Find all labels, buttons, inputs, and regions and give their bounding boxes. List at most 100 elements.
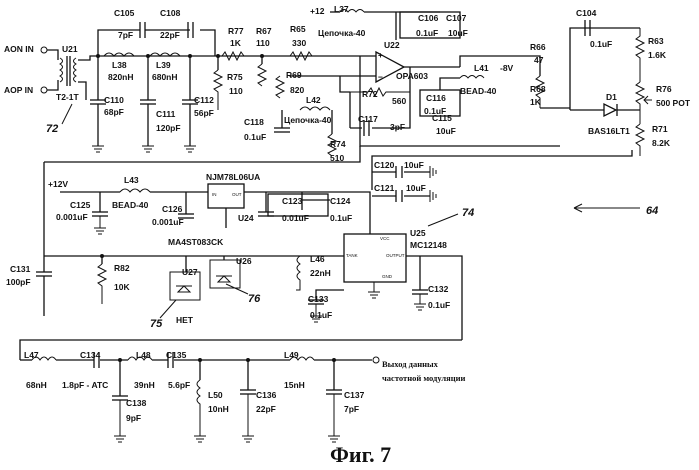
svg-text:GND: GND [382,274,393,279]
value-l41: BEAD-40 [460,86,497,96]
label-r76: R76 [656,84,672,94]
u25-ref: U25 [410,228,426,238]
svg-text:OUTPUT: OUTPUT [386,253,405,258]
label-l42: L42 [306,95,321,105]
callout-64-arrow [574,204,640,212]
callout-76-leader [226,284,248,294]
u26-part: MA4ST083CK [168,237,224,247]
output-terminal[interactable] [373,357,379,363]
label-c137: C137 [344,390,365,400]
label-r63: R63 [648,36,664,46]
value-c138: 9pF [126,413,141,423]
u24-part: NJM78L06UA [206,172,260,182]
input-aop-terminal[interactable] [41,87,47,93]
value-c110: 68pF [104,107,124,117]
label-l50: L50 [208,390,223,400]
value-l38: 820nH [108,72,134,82]
label-c120: C120 [374,160,395,170]
label-r66: R66 [530,42,546,52]
label-c138: C138 [126,398,147,408]
svg-text:TANK: TANK [346,253,358,258]
label-c123: C123 [282,196,303,206]
value-c135: 5.6pF [168,380,190,390]
label-r65: R65 [290,24,306,34]
label-l43: L43 [124,175,139,185]
label-l48: L48 [136,350,151,360]
svg-text:+: + [378,50,383,60]
transformer-u21 [60,56,76,86]
value-r66: 47 [534,55,544,65]
regulator-section: +12V L43 BEAD-40 C125 0.001uF C126 0.001… [44,146,436,256]
label-r74: R74 [330,139,346,149]
callout-64-group: 64 [574,204,658,217]
label-r82: R82 [114,263,130,273]
label-c132: C132 [428,284,449,294]
value-r76: 500 POT [656,98,691,108]
input-section: AON IN AOP IN U21 T2-1T 72 [4,44,98,135]
u22-ref: U22 [384,40,400,50]
value-c133: 0.1uF [310,310,332,320]
value-c104: 0.1uF [590,39,612,49]
value-r69: 820 [290,85,304,95]
u22-part: OPA603 [396,71,428,81]
vco-u25: VCC TANK OUTPUT GND U25 MC12148 74 C132 … [296,207,474,340]
label-l47: L47 [24,350,39,360]
value-l46: 22nH [310,268,331,278]
output-label-line2: частотной модуляции [382,373,466,383]
value-l48: 39nH [134,380,155,390]
value-c107: 10uF [448,28,468,38]
diode-net-label: НЕТ [176,315,194,325]
label-l46: L46 [310,254,325,264]
label-c112: C112 [194,95,214,105]
label-c125: C125 [70,200,91,210]
cap-c111 [140,100,156,152]
label-c124: C124 [330,196,351,206]
label-l49: L49 [284,350,299,360]
value-c118: 0.1uF [244,132,266,142]
value-c137: 7pF [344,404,359,414]
label-c121: C121 [374,183,395,193]
label-l37: L37 [334,4,349,14]
value-c124: 0.1uF [330,213,352,223]
callout-72-leader [62,104,72,124]
value-c108: 22pF [160,30,180,40]
value-c123: 0.01uF [282,213,309,223]
callout-74-leader [428,214,458,226]
value-r67: 110 [256,38,270,48]
input-aon-terminal[interactable] [41,47,47,53]
label-d1: D1 [606,92,617,102]
supply-plus12-top: +12 [310,6,325,16]
opamp-u22: + − U22 OPA603 +12 L37 Цепочка-40 C106 0… [244,4,514,163]
label-c108: C108 [160,8,181,18]
label-c117: C117 [358,114,378,124]
value-r65: 330 [292,38,306,48]
value-c112: 56pF [194,108,214,118]
value-l43: BEAD-40 [112,200,149,210]
value-c106: 0.1uF [416,28,438,38]
callout-74: 74 [462,207,474,219]
input-aon-label: AON IN [4,44,34,54]
value-l50: 10nH [208,404,229,414]
label-c107: C107 [446,13,467,23]
label-r75: R75 [227,72,243,82]
label-c104: C104 [576,8,597,18]
label-c105: C105 [114,8,135,18]
label-r77: R77 [228,26,244,36]
label-l39: L39 [156,60,171,70]
label-r68: R68 [530,84,546,94]
value-r68: 1K [530,97,542,107]
label-c116: C116 [426,93,446,103]
value-c117: 3pF [390,122,405,132]
value-r63: 1.6K [648,50,667,60]
u26-ref: U26 [236,256,252,266]
value-l39: 680nH [152,72,178,82]
value-r77: 1K [230,38,242,48]
label-r67: R67 [256,26,272,36]
value-c131: 100pF [6,277,31,287]
svg-text:−: − [378,72,383,82]
value-r72: 560 [392,96,406,106]
label-r72: R72 [362,89,378,99]
figure-caption: Фиг. 7 [330,442,391,467]
transformer-type: T2-1T [56,92,79,102]
label-c111: C111 [156,109,176,119]
